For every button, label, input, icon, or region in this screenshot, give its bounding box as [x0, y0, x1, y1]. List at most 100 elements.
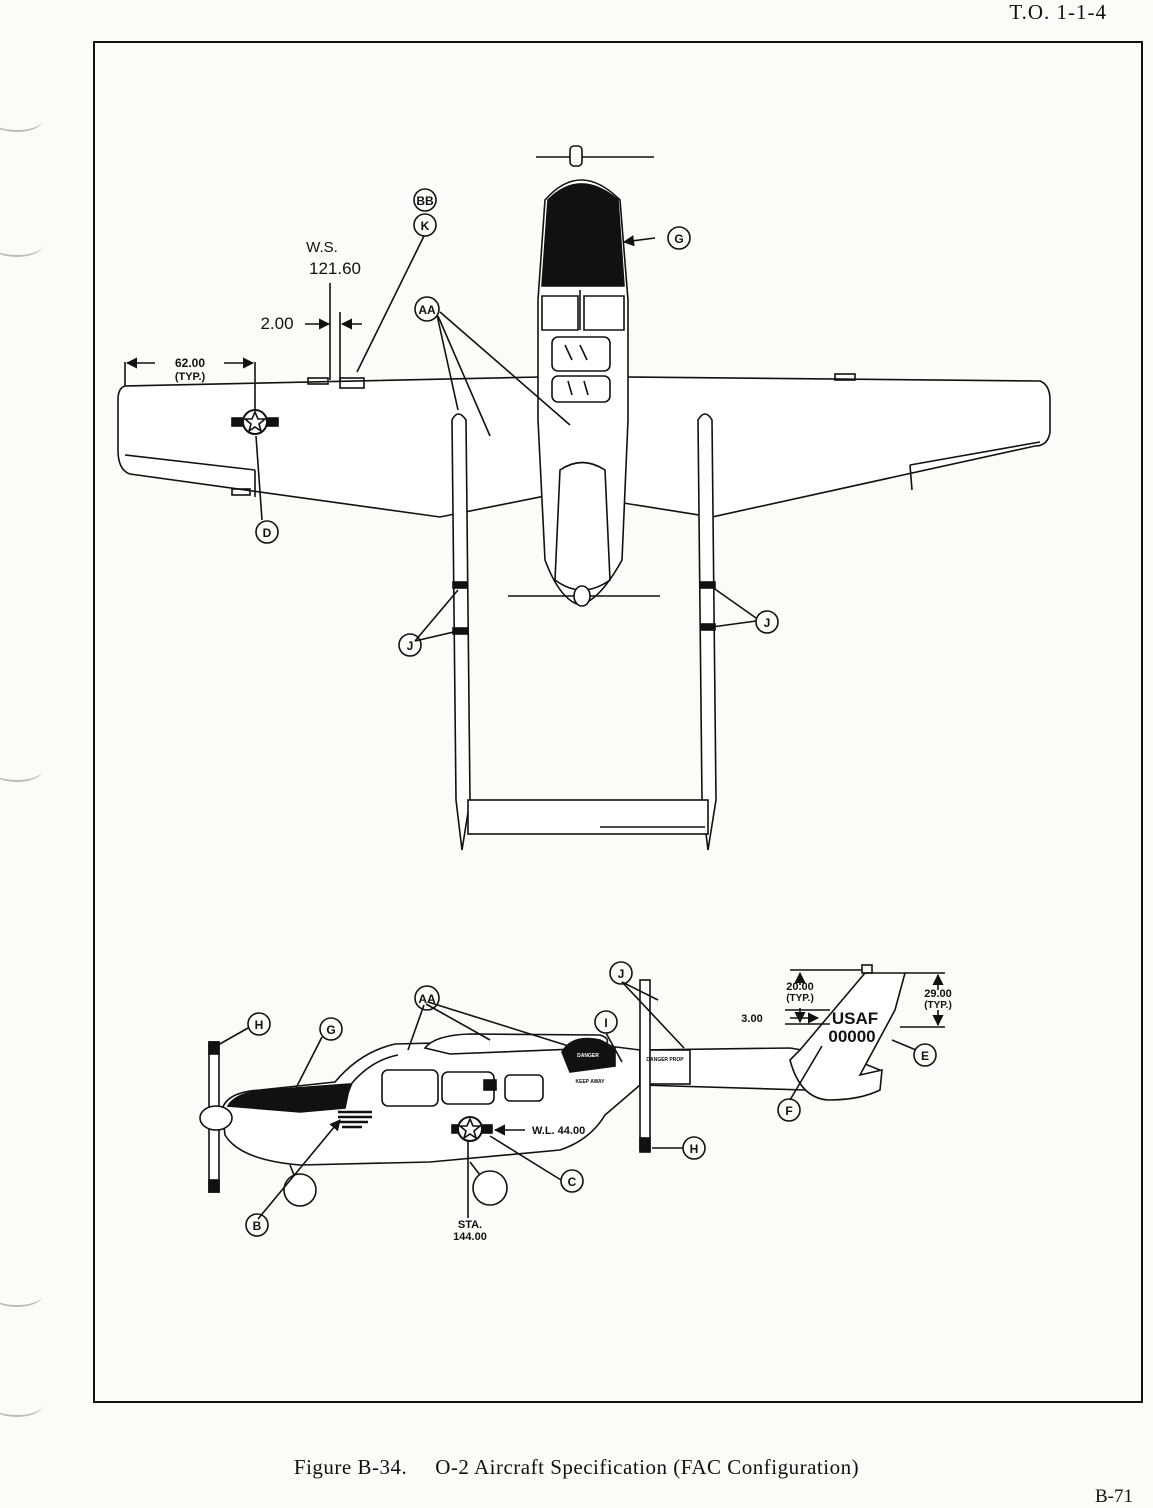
- trim-tab: [231, 488, 251, 496]
- callout-b-circle: [245, 1213, 269, 1237]
- callout-bb-circle: [413, 188, 437, 212]
- callout-c: C: [568, 1175, 577, 1189]
- leader-g-side: [294, 1036, 323, 1091]
- ws-label: W.S.: [306, 239, 338, 256]
- leader-aa-3: [439, 311, 571, 426]
- callout-i-circle: [594, 1010, 618, 1034]
- danger-marking: DANGER: [577, 1053, 599, 1059]
- binder-hole-4: [0, 1285, 42, 1307]
- document-id: T.O. 1-1-4: [1009, 0, 1107, 24]
- leader-k: [356, 235, 425, 373]
- rear-prop-tip: [639, 1137, 651, 1153]
- engine-cowl-rear: [554, 461, 611, 591]
- callout-g-side: G: [326, 1023, 335, 1037]
- leader-g-top: [622, 235, 656, 247]
- front-prop-tip-bottom: [208, 1179, 220, 1193]
- callout-aa-circle: [414, 296, 440, 322]
- front-spinner-side: [199, 1105, 233, 1131]
- windshield-side: [341, 1054, 399, 1109]
- sta-value: 144.00: [453, 1231, 487, 1243]
- callout-g: G: [674, 232, 683, 246]
- page-number: B-71: [1095, 1486, 1133, 1507]
- leader-c: [489, 1135, 562, 1181]
- main-wheel: [472, 1170, 508, 1206]
- cabin-window-1: [381, 1069, 439, 1107]
- leader-j-left-1: [414, 589, 459, 642]
- leader-j-right-1: [711, 586, 757, 619]
- tail-upper-note: (TYP.): [786, 993, 814, 1004]
- callout-aa: AA: [418, 303, 436, 317]
- side-anti-glare: [226, 1083, 351, 1113]
- keep-away-marking: KEEP AWAY: [576, 1079, 606, 1085]
- leader-aa-side-1: [407, 1004, 425, 1051]
- tail-height-note: (TYP.): [924, 1000, 952, 1011]
- leader-e: [891, 1039, 917, 1051]
- tail-beacon: [861, 964, 873, 974]
- nose-anti-glare: [541, 183, 625, 287]
- wing-marking-k: [339, 377, 365, 389]
- leader-aa-side-3: [427, 1001, 576, 1049]
- leader-aa-1: [436, 314, 459, 411]
- callout-h-front: H: [255, 1018, 264, 1032]
- callout-d-circle: [255, 520, 279, 544]
- left-aileron-line: [124, 454, 256, 471]
- leader-h-front: [217, 1027, 249, 1046]
- side-view: [199, 961, 945, 1237]
- vertical-tail: [789, 972, 907, 1101]
- callout-b: B: [253, 1219, 262, 1233]
- left-boom-band-2: [452, 627, 468, 635]
- leader-j-side-2: [621, 981, 685, 1049]
- top-view-labels: W.S. 121.60 2.00 62.00 (TYP.) BB K G AA …: [175, 194, 771, 653]
- callout-c-circle: [560, 1169, 584, 1193]
- figure-title: O-2 Aircraft Specification (FAC Configur…: [435, 1455, 860, 1479]
- right-boom-band-1: [700, 581, 716, 589]
- wing-offset-note: (TYP.): [175, 371, 206, 383]
- leader-d: [255, 435, 263, 521]
- letter-spacing-value: 3.00: [741, 1013, 762, 1025]
- figure-caption: Figure B-34.O-2 Aircraft Specification (…: [0, 1455, 1153, 1480]
- right-aileron-line: [909, 441, 1041, 466]
- fuselage-side: [221, 1039, 641, 1166]
- callout-k: K: [421, 219, 430, 233]
- nose-markings-b: [338, 1110, 372, 1129]
- window-glare-1: [564, 344, 588, 361]
- leader-j-side-1: [621, 981, 659, 1001]
- binder-hole-3: [0, 760, 42, 782]
- tail-height-value: 29.00: [924, 988, 952, 1000]
- wing-vent-right: [834, 373, 856, 381]
- top-view: [117, 145, 1051, 851]
- side-placard: [483, 1079, 497, 1091]
- horizontal-stabilizer: [467, 799, 709, 835]
- danger-prop-marking: DANGER PROP: [646, 1057, 684, 1063]
- serial-marking: 00000: [828, 1027, 875, 1046]
- roof-window-2: [551, 375, 611, 403]
- callout-i: I: [604, 1016, 607, 1030]
- leader-j-right-2: [711, 620, 757, 628]
- windshield-left: [541, 295, 579, 331]
- callout-e-circle: [913, 1043, 937, 1067]
- callout-f-circle: [777, 1098, 801, 1122]
- wing-star-insignia: [231, 409, 279, 435]
- rear-spinner: [573, 585, 591, 607]
- wing-offset-value: 62.00: [175, 356, 205, 370]
- callout-j-side-circle: [609, 961, 633, 985]
- callout-j-right-circle: [755, 610, 779, 634]
- leader-j-left-2: [414, 630, 459, 642]
- wl-value: W.L. 44.00: [532, 1125, 585, 1137]
- nose-wheel: [283, 1173, 317, 1207]
- side-star-insignia: [451, 1116, 493, 1142]
- ws-value: 121.60: [309, 259, 361, 278]
- callout-j-right: J: [764, 616, 771, 630]
- right-aileron-edge: [909, 464, 913, 491]
- window-glare-2: [567, 380, 589, 396]
- left-boom-band-1: [452, 581, 468, 589]
- callout-k-circle: [413, 213, 437, 237]
- side-view-labels: 20.00 (TYP.) 29.00 (TYP.) 3.00 USAF 0000…: [253, 967, 952, 1243]
- leader-b: [257, 1119, 341, 1220]
- roof-window-1: [551, 336, 611, 372]
- cabin-window-3: [504, 1074, 544, 1102]
- danger-keep-away-placard: [561, 1037, 616, 1073]
- callout-j-left-circle: [398, 633, 422, 657]
- callout-h-rear: H: [690, 1142, 699, 1156]
- leader-aa-side-2: [425, 1003, 491, 1041]
